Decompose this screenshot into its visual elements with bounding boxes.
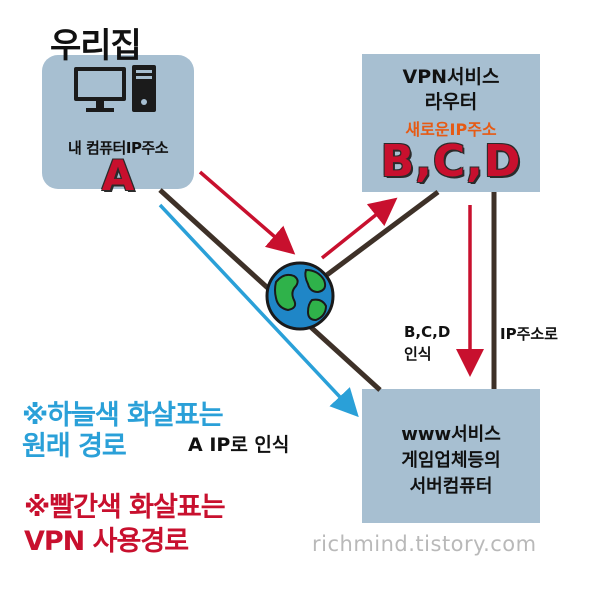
home-ip-letter: A [101, 151, 135, 200]
home-computer-label: 내 컴퓨터IP주소 [67, 139, 169, 157]
server-box [362, 389, 540, 523]
vpn-ip-letters: B,C,D [380, 136, 522, 187]
red-arrow-home-to-globe [198, 170, 296, 255]
legend-sky-line2: 원래 경로 [22, 431, 127, 462]
legend-sky-line1: ※하늘색 화살표는 [22, 400, 224, 431]
vpn-title-line1: VPN서비스 [402, 66, 500, 88]
desktop-computer-icon [74, 65, 156, 112]
vpn-new-ip-label: 새로운IP주소 [405, 120, 497, 139]
legend-red-line2: VPN 사용경로 [24, 526, 189, 557]
server-line1: www서비스 [401, 424, 501, 445]
bcd-recognized-note: 인식 [404, 345, 432, 363]
bcd-note: B,C,D [404, 323, 451, 341]
sky-arrow-original-path [158, 203, 359, 418]
legend-red-line1: ※빨간색 화살표는 [24, 492, 226, 523]
watermark: richmind.tistory.com [312, 532, 537, 556]
red-arrow-globe-to-vpn [320, 197, 398, 260]
server-line2: 게임업체등의 [401, 450, 501, 471]
legend-sky-suffix: A IP로 인식 [188, 434, 290, 456]
globe-icon [265, 261, 335, 331]
vpn-router-box [362, 54, 540, 192]
home-title: 우리집 [50, 26, 142, 66]
vpn-title-line2: 라우터 [424, 91, 478, 113]
server-line3: 서버컴퓨터 [409, 476, 493, 497]
ip-address-note: IP주소로 [500, 325, 558, 343]
